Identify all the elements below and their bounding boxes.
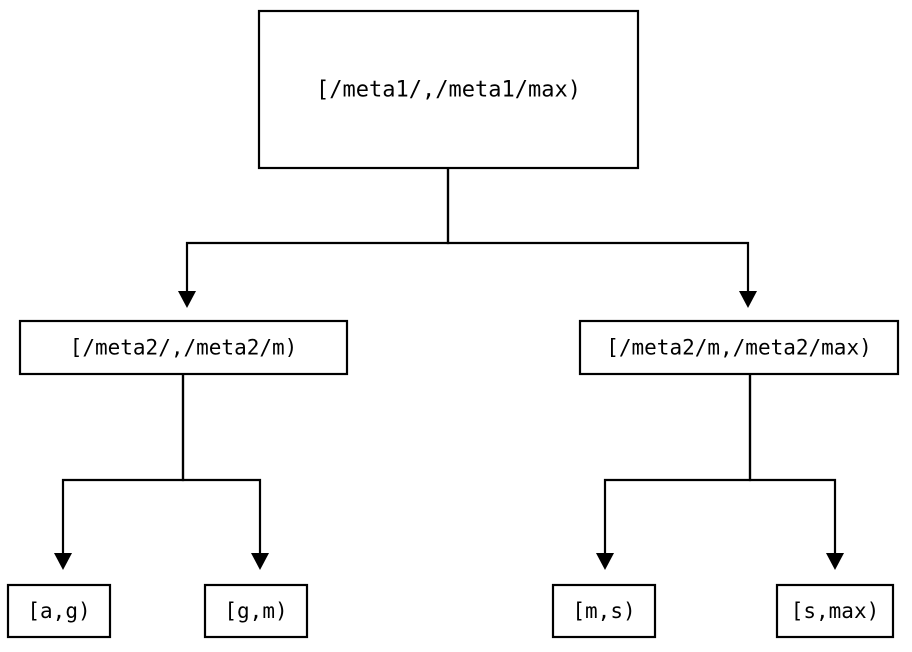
node-label: [g,m) xyxy=(224,599,287,623)
node-box[interactable] xyxy=(578,319,900,376)
edge-line xyxy=(185,168,450,291)
node-box[interactable] xyxy=(18,319,349,376)
node-box[interactable] xyxy=(6,583,112,639)
node-label: [/meta2/,/meta2/m) xyxy=(70,336,298,360)
tree-edge xyxy=(596,374,752,570)
edge-line xyxy=(61,374,185,553)
tree-edge xyxy=(181,374,269,570)
edge-line xyxy=(181,374,262,553)
nodes-layer: [/meta1/,/meta1/max) [/meta2/,/meta2/m) [/… xyxy=(6,9,900,639)
tree-edge xyxy=(54,374,185,570)
edge-arrowhead-icon xyxy=(596,553,614,570)
node-label: [s,max) xyxy=(791,599,880,623)
edges-layer xyxy=(54,168,844,570)
edge-line xyxy=(446,168,750,291)
tree-edge xyxy=(178,168,450,308)
node-label: [a,g) xyxy=(27,599,90,623)
tree-node-leaf-m-s[interactable]: [m,s) xyxy=(551,583,657,639)
tree-node-leaf-s-max[interactable]: [s,max) xyxy=(775,583,895,639)
tree-node-mid-right[interactable]: [/meta2/m,/meta2/max) xyxy=(578,319,900,376)
edge-line xyxy=(748,374,837,553)
tree-node-mid-left[interactable]: [/meta2/,/meta2/m) xyxy=(18,319,349,376)
tree-node-root[interactable]: [/meta1/,/meta1/max) xyxy=(257,9,640,170)
node-label: [/meta1/,/meta1/max) xyxy=(316,78,581,103)
tree-node-leaf-a-g[interactable]: [a,g) xyxy=(6,583,112,639)
edge-arrowhead-icon xyxy=(251,553,269,570)
node-box[interactable] xyxy=(775,583,895,639)
edge-arrowhead-icon xyxy=(54,553,72,570)
node-box[interactable] xyxy=(551,583,657,639)
node-label: [/meta2/m,/meta2/max) xyxy=(606,336,872,360)
edge-arrowhead-icon xyxy=(739,291,757,308)
node-box[interactable] xyxy=(257,9,640,170)
node-box[interactable] xyxy=(203,583,309,639)
tree-node-leaf-g-m[interactable]: [g,m) xyxy=(203,583,309,639)
edge-line xyxy=(603,374,752,553)
node-label: [m,s) xyxy=(572,599,635,623)
edge-arrowhead-icon xyxy=(178,291,196,308)
edge-arrowhead-icon xyxy=(826,553,844,570)
tree-edge xyxy=(748,374,844,570)
tree-edge xyxy=(446,168,757,308)
